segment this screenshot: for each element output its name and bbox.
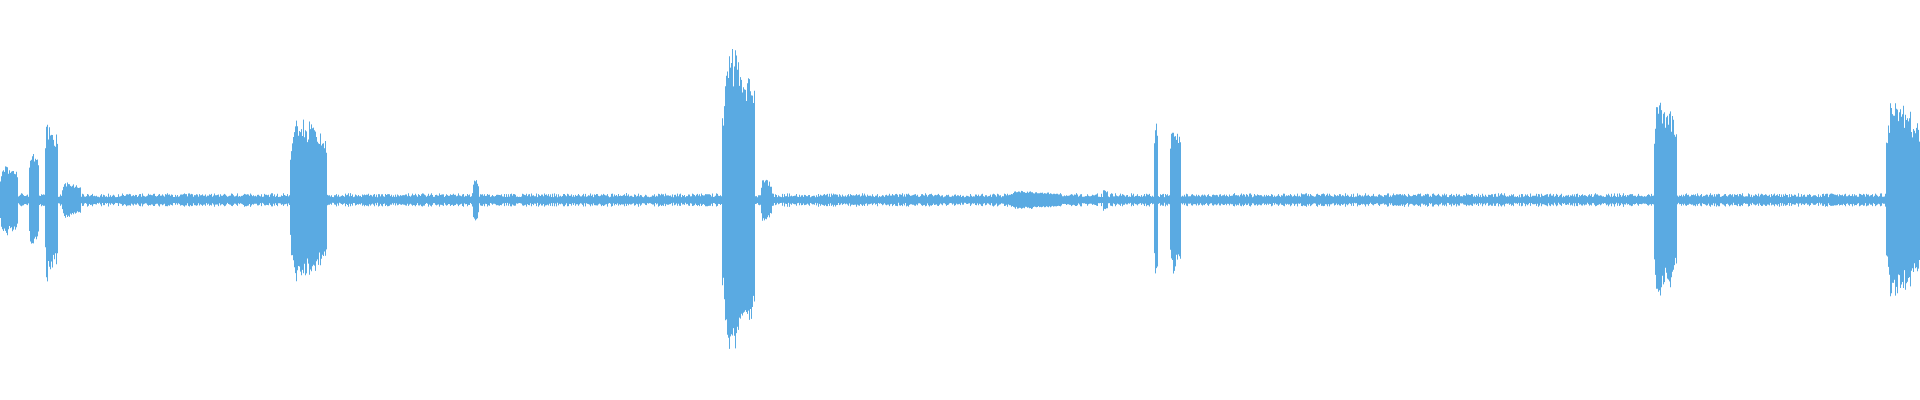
waveform-trace bbox=[0, 49, 1920, 349]
